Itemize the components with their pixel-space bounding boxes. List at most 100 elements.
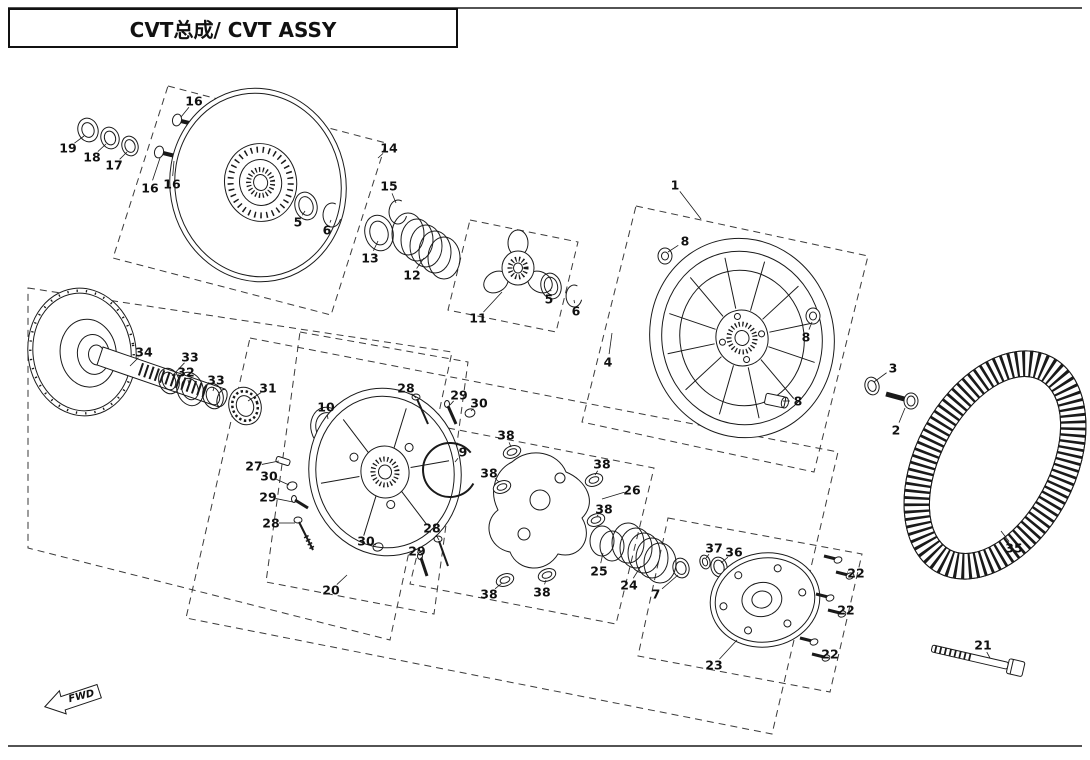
callout-label: 28 (397, 381, 414, 396)
callout-label: 22 (821, 647, 838, 662)
callout-leader (596, 514, 599, 517)
callout-label: 35 (1005, 541, 1022, 556)
callout-label: 8 (794, 394, 803, 409)
circlip-6b (565, 284, 583, 308)
callout-leader (275, 498, 294, 503)
c-ring-9 (422, 442, 475, 498)
ring-33b (202, 382, 224, 410)
washer-5b (540, 272, 562, 300)
ring-37 (699, 554, 711, 570)
callout-label: 16 (185, 94, 203, 109)
callout-leader (247, 392, 262, 402)
driven-fixed-sheave (27, 287, 137, 417)
callout-label: 33 (181, 350, 198, 365)
callout-label: 4 (604, 355, 613, 370)
callout-leader (508, 442, 512, 448)
spring-12 (391, 212, 461, 280)
washer-5a (294, 191, 318, 221)
callout-label: 1 (671, 178, 680, 193)
screw-set-bottom (372, 535, 449, 577)
callout-label: 22 (847, 566, 864, 581)
callout-label: 33 (207, 373, 224, 388)
box-spider (447, 219, 579, 333)
callout-label: 11 (469, 311, 486, 326)
cover-bolts-22 (799, 554, 855, 662)
callout-label: 20 (322, 583, 340, 598)
callout-label: 13 (361, 251, 378, 266)
callout-leader (632, 565, 642, 579)
callout-label: 38 (595, 502, 612, 517)
callout-label: 5 (294, 215, 303, 230)
callout-leader (391, 193, 397, 204)
washer-3 (864, 376, 880, 396)
callout-leader (152, 157, 161, 181)
callout-leader (416, 257, 425, 269)
callout-leader (544, 579, 547, 585)
callout-label: 29 (408, 544, 425, 559)
callout-leader (470, 408, 474, 412)
title-box: CVT总成/ CVT ASSY (8, 8, 458, 48)
callout-label: 38 (480, 587, 497, 602)
callout-leader (454, 457, 459, 463)
callout-label: 10 (317, 400, 335, 415)
callout-label: 21 (974, 638, 991, 653)
spider-11 (483, 229, 553, 294)
callout-label: 6 (323, 223, 332, 238)
pin-27 (275, 456, 291, 466)
primary-fixed-sheave (169, 87, 347, 283)
callout-label: 24 (620, 578, 638, 593)
cap-nut-8b (805, 307, 821, 325)
pulley-fins (667, 257, 817, 419)
callout-label: 32 (177, 365, 194, 380)
callout-leader (898, 407, 906, 423)
callout-leader (705, 553, 710, 559)
callout-leader (74, 135, 85, 144)
callout-label: 27 (245, 459, 262, 474)
callout-label: 26 (623, 483, 641, 498)
callout-leader (212, 387, 215, 392)
callout-label: 2 (892, 423, 901, 438)
callout-label: 30 (470, 396, 488, 411)
fwd-arrow-shape (43, 683, 102, 715)
callout-label: 15 (380, 179, 397, 194)
callout-label: 28 (423, 521, 440, 536)
ring-7 (672, 557, 690, 579)
ring-32 (176, 371, 204, 407)
screw-set-left (286, 481, 316, 552)
callout-leader (411, 393, 417, 399)
callout-leader (187, 379, 190, 385)
callout-label: 37 (705, 541, 722, 556)
callout-label: 5 (545, 292, 554, 307)
screw-set-top (411, 393, 476, 425)
callout-label: 3 (889, 361, 898, 376)
callout-label: 25 (590, 564, 607, 579)
callout-leader (301, 210, 306, 216)
bearing-31 (228, 386, 262, 426)
callout-label: 30 (260, 469, 278, 484)
callout-label: 29 (450, 388, 467, 403)
fwd-arrow: FWD (43, 683, 102, 715)
callout-label: 8 (681, 234, 690, 249)
callout-label: 16 (141, 181, 159, 196)
roller-8c (764, 392, 789, 409)
callout-leader (873, 372, 887, 383)
callout-label: 38 (593, 457, 610, 472)
callout-leader (720, 556, 729, 564)
driven-movable-sheave (308, 387, 462, 557)
callout-leader (261, 460, 280, 465)
callout-label: 12 (403, 268, 420, 283)
bolt-21 (930, 644, 1026, 677)
callout-leader (661, 574, 679, 590)
callout-label: 19 (59, 141, 76, 156)
callout-label: 22 (837, 603, 854, 618)
box-drive-face (581, 205, 869, 473)
callout-leader (600, 552, 604, 564)
callout-leader (719, 639, 738, 660)
callout-leader (494, 582, 503, 590)
callout-leader (679, 191, 702, 220)
callout-leader (435, 534, 440, 541)
callout-label: 18 (83, 150, 100, 165)
callout-leader (377, 153, 384, 159)
